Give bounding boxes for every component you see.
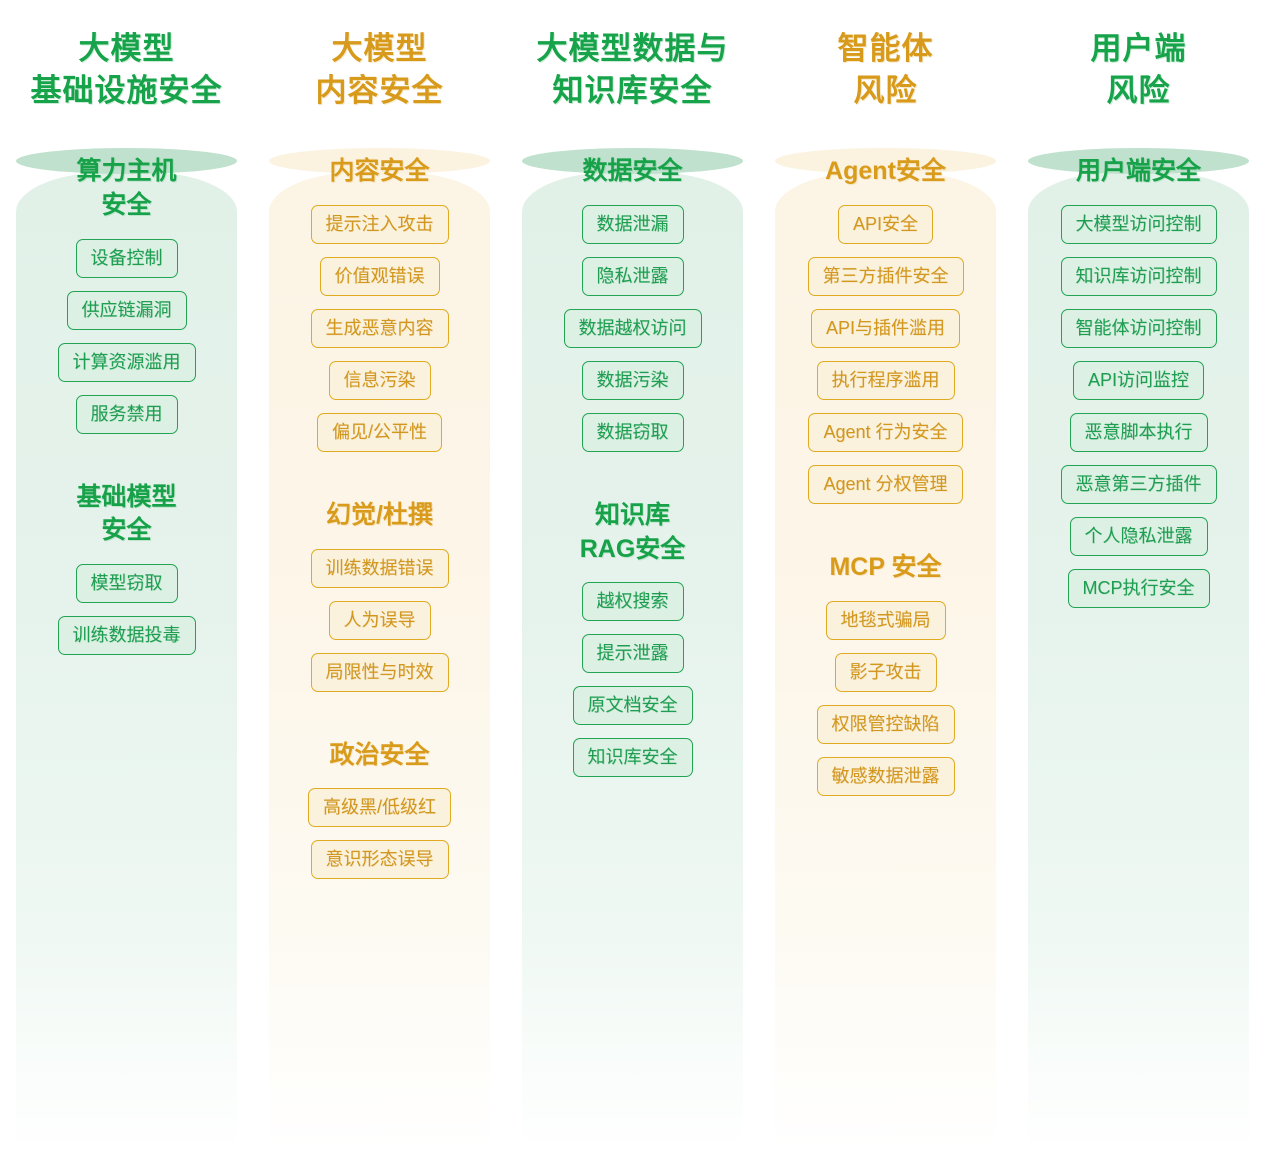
risk-tag[interactable]: 人为误导 xyxy=(328,600,431,640)
group-title: 基础模型 安全 xyxy=(76,482,177,545)
risk-tag[interactable]: 提示注入攻击 xyxy=(310,204,449,244)
risk-tag[interactable]: 恶意脚本执行 xyxy=(1069,412,1208,452)
risk-tag[interactable]: MCP执行安全 xyxy=(1067,568,1210,608)
column-title: 用户端 风险 xyxy=(1090,31,1187,108)
risk-tag[interactable]: 训练数据错误 xyxy=(310,548,449,588)
column-title: 大模型 基础设施安全 xyxy=(30,31,223,108)
group-title: 用户端安全 xyxy=(1075,157,1201,186)
column-content: 算力主机 安全设备控制供应链漏洞计算资源滥用服务禁用基础模型 安全模型窃取训练数… xyxy=(16,155,237,668)
risk-tag[interactable]: 偏见/公平性 xyxy=(316,412,442,452)
risk-tag[interactable]: 提示泄露 xyxy=(581,634,684,674)
risk-group: 基础模型 安全模型窃取训练数据投毒 xyxy=(16,481,237,669)
risk-tag[interactable]: 影子攻击 xyxy=(834,652,937,692)
risk-tag[interactable]: 价值观错误 xyxy=(319,256,440,296)
risk-column-content: 大模型 内容安全内容安全提示注入攻击价值观错误生成恶意内容信息污染偏见/公平性幻… xyxy=(253,0,506,1162)
risk-tag[interactable]: 敏感数据泄露 xyxy=(816,756,955,796)
pillar-cap xyxy=(16,148,237,174)
risk-tag[interactable]: 数据窃取 xyxy=(581,412,684,452)
risk-tag[interactable]: 局限性与时效 xyxy=(310,652,449,692)
risk-tag[interactable]: 个人隐私泄露 xyxy=(1069,516,1208,556)
column-content: 数据安全数据泄漏隐私泄露数据越权访问数据污染数据窃取知识库 RAG安全越权搜索提… xyxy=(522,155,743,790)
pillar-cap xyxy=(1028,148,1249,174)
group-title: 政治安全 xyxy=(329,740,430,769)
group-title: 幻觉/杜撰 xyxy=(326,500,433,529)
column-title: 大模型 内容安全 xyxy=(315,31,444,108)
risk-tag[interactable]: 服务禁用 xyxy=(75,394,178,434)
risk-tag[interactable]: Agent 分权管理 xyxy=(808,464,963,504)
group-title: Agent安全 xyxy=(825,157,946,186)
risk-group: 数据安全数据泄漏隐私泄露数据越权访问数据污染数据窃取 xyxy=(522,155,743,465)
risk-group: 用户端安全大模型访问控制知识库访问控制智能体访问控制 API访问监控恶意脚本执行恶… xyxy=(1028,155,1249,621)
risk-tag[interactable]: 数据污染 xyxy=(581,360,684,400)
risk-tag[interactable]: 设备控制 xyxy=(75,238,178,278)
risk-tag[interactable]: 计算资源滥用 xyxy=(57,342,196,382)
risk-tag[interactable]: 数据越权访问 xyxy=(563,308,702,348)
pillar-body xyxy=(16,172,237,1162)
risk-tag[interactable]: 智能体访问控制 xyxy=(1060,308,1217,348)
risk-tag[interactable]: 生成恶意内容 xyxy=(310,308,449,348)
risk-tag[interactable]: 信息污染 xyxy=(328,360,431,400)
risk-tag[interactable]: Agent 行为安全 xyxy=(808,412,963,452)
group-title: 算力主机 安全 xyxy=(76,157,177,219)
risk-tag[interactable]: 知识库安全 xyxy=(572,738,693,778)
pillar-cap xyxy=(269,148,490,174)
risk-tag[interactable]: API访问监控 xyxy=(1072,360,1204,400)
risk-group: Agent安全 API安全第三方插件安全 API与插件滥用执行程序滥用 Agent 行… xyxy=(775,155,996,517)
risk-tag[interactable]: 高级黑/低级红 xyxy=(307,788,451,828)
pillar-cap xyxy=(775,148,996,174)
risk-tag[interactable]: API安全 xyxy=(837,204,933,244)
column-content: 用户端安全大模型访问控制知识库访问控制智能体访问控制 API访问监控恶意脚本执行恶… xyxy=(1028,155,1249,621)
column-title: 智能体 风险 xyxy=(837,31,934,108)
group-title: 知识库 RAG安全 xyxy=(579,500,686,563)
column-title: 大模型数据与 知识库安全 xyxy=(536,31,729,108)
risk-tag[interactable]: 隐私泄露 xyxy=(581,256,684,296)
group-title: MCP 安全 xyxy=(829,552,942,581)
risk-tag[interactable]: 大模型访问控制 xyxy=(1060,204,1217,244)
risk-tag[interactable]: 训练数据投毒 xyxy=(57,616,196,656)
group-title: 数据安全 xyxy=(582,157,683,186)
risk-group: 政治安全高级黑/低级红意识形态误导 xyxy=(269,739,490,893)
risk-group: 幻觉/杜撰训练数据错误人为误导局限性与时效 xyxy=(269,499,490,705)
group-title: 内容安全 xyxy=(329,157,430,186)
risk-tag[interactable]: 数据泄漏 xyxy=(581,204,684,244)
risk-tag[interactable]: 执行程序滥用 xyxy=(816,360,955,400)
risk-tag[interactable]: 模型窃取 xyxy=(75,564,178,604)
risk-tag[interactable]: 知识库访问控制 xyxy=(1060,256,1217,296)
risk-tag[interactable]: 第三方插件安全 xyxy=(807,256,964,296)
risk-tag[interactable]: 越权搜索 xyxy=(581,582,684,622)
risk-column-infrastructure: 大模型 基础设施安全算力主机 安全设备控制供应链漏洞计算资源滥用服务禁用基础模型… xyxy=(0,0,253,1162)
column-content: 内容安全提示注入攻击价值观错误生成恶意内容信息污染偏见/公平性幻觉/杜撰训练数据… xyxy=(269,155,490,892)
risk-group: 算力主机 安全设备控制供应链漏洞计算资源滥用服务禁用 xyxy=(16,155,237,447)
risk-tag[interactable]: 供应链漏洞 xyxy=(66,290,187,330)
risk-column-client: 用户端 风险用户端安全大模型访问控制知识库访问控制智能体访问控制 API访问监控恶… xyxy=(1012,0,1265,1162)
risk-tag[interactable]: 意识形态误导 xyxy=(310,840,449,880)
risk-column-data-kb: 大模型数据与 知识库安全数据安全数据泄漏隐私泄露数据越权访问数据污染数据窃取知识… xyxy=(506,0,759,1162)
risk-group: MCP 安全地毯式骗局影子攻击权限管控缺陷敏感数据泄露 xyxy=(775,551,996,809)
risk-tag[interactable]: 原文档安全 xyxy=(572,686,693,726)
risk-tag[interactable]: 恶意第三方插件 xyxy=(1060,464,1217,504)
risk-group: 知识库 RAG安全越权搜索提示泄露原文档安全知识库安全 xyxy=(522,499,743,791)
pillar-cap xyxy=(522,148,743,174)
column-content: Agent安全 API安全第三方插件安全 API与插件滥用执行程序滥用 Agent 行… xyxy=(775,155,996,809)
risk-tag[interactable]: 地毯式骗局 xyxy=(825,600,946,640)
risk-tag[interactable]: API与插件滥用 xyxy=(810,308,960,348)
risk-group: 内容安全提示注入攻击价值观错误生成恶意内容信息污染偏见/公平性 xyxy=(269,155,490,465)
risk-tag[interactable]: 权限管控缺陷 xyxy=(816,704,955,744)
